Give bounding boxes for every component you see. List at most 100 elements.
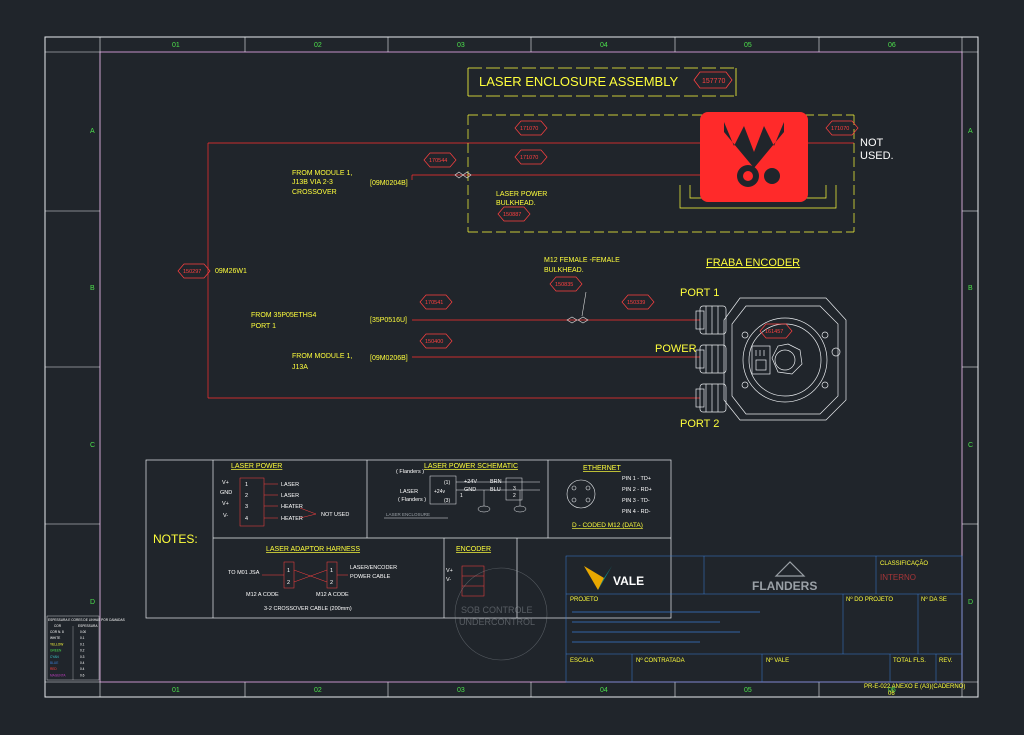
lp-num-2: 2 xyxy=(245,493,248,499)
main-cable-label: 09M26W1 xyxy=(215,268,247,275)
total-fls-label: TOTAL FLS. xyxy=(893,658,926,664)
cable-09m0204b: [09M0204B] xyxy=(370,180,408,187)
schematic-title: LASER POWER SCHEMATIC xyxy=(424,463,518,470)
legend-row-color: WHITE xyxy=(50,636,60,640)
projeto-text-blur xyxy=(572,611,760,643)
wiring xyxy=(207,142,854,399)
lp-not-used: NOT USED xyxy=(321,512,349,518)
tag-150297: 150297 xyxy=(183,269,201,275)
ethernet-caption: D - CODED M12 (DATA) xyxy=(572,522,643,529)
lp-num-4: 4 xyxy=(245,516,248,522)
notes-title: NOTES: xyxy=(153,532,198,546)
from-module-j13a-b: J13A xyxy=(292,364,308,371)
diagram-labels: NOT USED. FROM MODULE 1, J13B VIA 2-3 CR… xyxy=(215,137,894,430)
lp-pin-vminus: V- xyxy=(223,513,228,519)
escala-label: ESCALA xyxy=(570,658,594,664)
harness-n2-right: 2 xyxy=(330,580,333,586)
m12-label-b: BULKHEAD. xyxy=(544,267,584,274)
title-tag: 157770 xyxy=(702,78,725,85)
flanders-wordmark: FLANDERS xyxy=(752,579,817,593)
schematic-flanders: ( Flanders ) xyxy=(396,469,424,475)
tag-161457: 161457 xyxy=(765,329,783,335)
row-label-right-d: D xyxy=(968,599,973,606)
cable-35p0516u: [35P0516U] xyxy=(370,317,407,324)
rev-label: REV. xyxy=(939,658,953,664)
lp-pin-gnd: GND xyxy=(220,490,232,496)
encoder-vplus: V+ xyxy=(446,568,453,574)
tag-171070-top: 171070 xyxy=(520,126,538,132)
legend-row-thickness: 0.4 xyxy=(80,661,85,665)
row-label-left-d: D xyxy=(90,599,95,606)
legend-col-cor: COR xyxy=(54,624,62,628)
col-label-top-2: 02 xyxy=(314,42,322,49)
lp-num-1: 1 xyxy=(245,482,248,488)
from-35p-label-b: PORT 1 xyxy=(251,323,276,330)
col-label-top-1: 01 xyxy=(172,42,180,49)
legend-row-color: MAGENTA xyxy=(50,673,66,677)
from-module-label-a: FROM MODULE 1, xyxy=(292,170,352,177)
tag-150835: 150835 xyxy=(555,282,573,288)
tag-170541: 170541 xyxy=(425,300,443,306)
legend-head: ESPESSURA E CORES DE LINHAS POR CAMADAS xyxy=(48,618,125,622)
harness-cable2: POWER CABLE xyxy=(350,574,391,580)
harness-n1-right: 1 xyxy=(330,568,333,574)
legend-row-thickness: 0.4 xyxy=(80,667,85,671)
color-legend: ESPESSURA E CORES DE LINHAS POR CAMADAS … xyxy=(46,615,125,681)
schematic-n2: 2 xyxy=(513,493,516,499)
tag-150400: 150400 xyxy=(425,339,443,345)
harness-title: LASER ADAPTOR HARNESS xyxy=(266,546,360,553)
legend-row-color: YELLOW xyxy=(50,642,63,646)
lp-signal-1: LASER xyxy=(281,482,299,488)
fraba-encoder-title: FRABA ENCODER xyxy=(706,257,800,269)
vale-wordmark: VALE xyxy=(613,574,644,588)
col-label-bottom-4: 04 xyxy=(600,687,608,694)
legend-row-color: GREEN xyxy=(50,649,62,653)
row-label-right-c: C xyxy=(968,442,973,449)
title-block: VALE FLANDERS CLASSIFICAÇÃO INTERNO PROJ… xyxy=(565,555,965,697)
lp-signal-4: HEATER xyxy=(281,516,303,522)
lp-num-3: 3 xyxy=(245,504,248,510)
row-label-right-a: A xyxy=(968,128,973,135)
harness-n2-left: 2 xyxy=(287,580,290,586)
title-block-header: LASER ENCLOSURE ASSEMBLY 157770 xyxy=(467,67,737,97)
page-title: LASER ENCLOSURE ASSEMBLY xyxy=(479,74,678,89)
n-vale-label: Nº VALE xyxy=(766,657,789,664)
cable-09m0206b: [09M0206B] xyxy=(370,355,408,362)
tag-170544: 170544 xyxy=(429,158,447,164)
ethernet-title: ETHERNET xyxy=(583,465,621,472)
tag-171070-mid: 171070 xyxy=(520,155,538,161)
col-label-bottom-3: 03 xyxy=(457,687,465,694)
col-label-top-5: 05 xyxy=(744,42,752,49)
col-label-top-6: 06 xyxy=(888,42,896,49)
legend-row-thickness: 0.1 xyxy=(80,642,85,646)
from-module-label-b: J13B VIA 2-3 xyxy=(292,179,333,186)
port1-label: PORT 1 xyxy=(680,287,719,299)
lp-signal-3: HEATER xyxy=(281,504,303,510)
harness-caption: 3-2 CROSSOVER CABLE (200mm) xyxy=(264,606,352,612)
not-used-label-2: USED. xyxy=(860,150,894,162)
laser-power-note-title: LASER POWER xyxy=(231,463,282,470)
vale-logo xyxy=(584,566,612,590)
row-label-left-b: B xyxy=(90,285,95,292)
legend-row-thickness: 0.3 xyxy=(80,655,85,659)
legend-row-color: COR N. 8 xyxy=(50,630,64,634)
col-label-bottom-6: 06 xyxy=(888,687,896,694)
col-label-bottom-2: 02 xyxy=(314,687,322,694)
tag-150339: 150339 xyxy=(627,300,645,306)
projeto-label: PROJETO xyxy=(570,597,599,603)
legend-row-thickness: 0.2 xyxy=(80,649,85,653)
row-label-left-a: A xyxy=(90,128,95,135)
legend-row-thickness: 0.6 xyxy=(80,673,85,677)
from-35p-label-a: FROM 35P05ETHS4 xyxy=(251,312,316,319)
harness-m12a: M12 A CODE xyxy=(246,592,279,598)
watermark-line-2: UNDERCONTROL xyxy=(459,617,535,627)
col-label-top-3: 03 xyxy=(457,42,465,49)
harness-cable: LASER/ENCODER xyxy=(350,565,397,571)
schematic-n3: 3 xyxy=(513,486,516,492)
lp-pin-vplus-1: V+ xyxy=(222,480,229,486)
harness-n1: 1 xyxy=(287,568,290,574)
legend-row-color: BLUE xyxy=(50,661,58,665)
tag-150887: 150887 xyxy=(503,212,521,218)
eth-pin-4: PIN 4 - RD- xyxy=(622,509,651,515)
